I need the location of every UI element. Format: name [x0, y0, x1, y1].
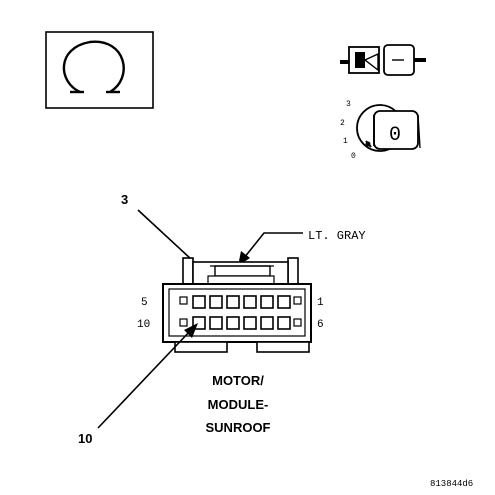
- pin-number-top-left: 5: [141, 297, 148, 309]
- ignition-key-icon: 3 2 1 0 0: [340, 100, 421, 161]
- ohm-symbol-box: [45, 31, 154, 109]
- pin-number-top-right: 1: [317, 297, 324, 309]
- connector-halves-icon: [340, 44, 426, 76]
- figure-id: 813844d6: [430, 479, 473, 489]
- pin-callout-10-arrow: [97, 323, 198, 429]
- key-position-1: 1: [343, 137, 348, 146]
- pin-number-bottom-right: 6: [317, 319, 324, 331]
- pin-number-bottom-left: 10: [137, 319, 150, 331]
- key-label: 0: [389, 124, 401, 147]
- pin-callout-10: 10: [78, 431, 92, 446]
- pin-callout-3: 3: [121, 192, 128, 207]
- connector-body: [162, 257, 312, 353]
- key-position-0: 0: [351, 152, 356, 161]
- component-name-line3: SUNROOF: [206, 420, 271, 435]
- key-position-3: 3: [346, 100, 351, 109]
- key-position-2: 2: [340, 119, 345, 128]
- ohm-icon: [62, 40, 125, 94]
- component-name-line1: MOTOR/: [212, 373, 264, 388]
- wire-color-label: LT. GRAY: [308, 229, 366, 243]
- component-name-line2: MODULE-: [208, 397, 269, 412]
